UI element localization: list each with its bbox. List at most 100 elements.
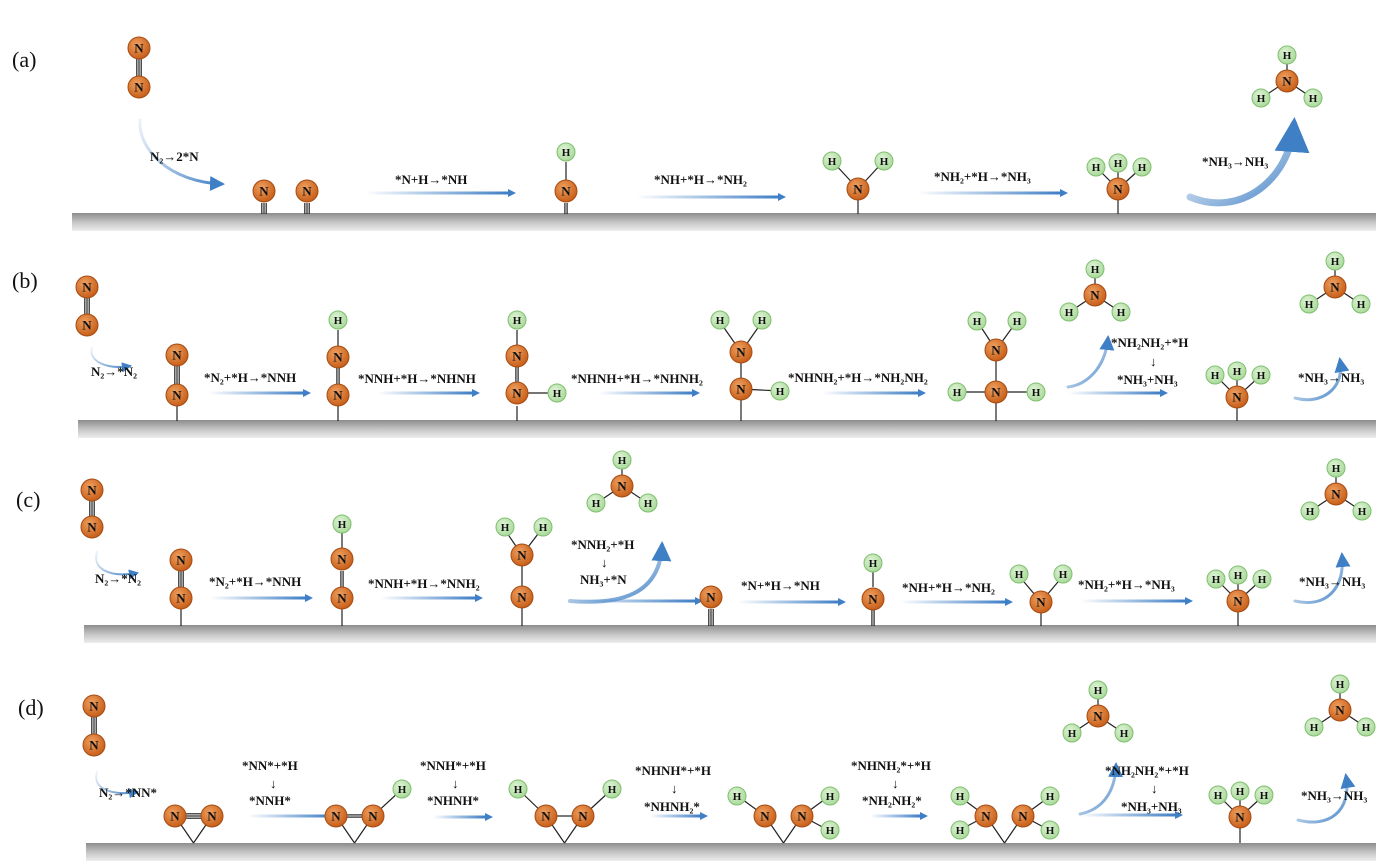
- nitrogen-atom: N: [165, 343, 189, 367]
- svg-text:N: N: [176, 591, 186, 606]
- nitrogen-atom: N: [790, 804, 814, 828]
- hydrogen-atom: H: [822, 151, 842, 171]
- nitrogen-atom: N: [200, 804, 224, 828]
- eq-b-step-5-top: *NH₂NH₂+*H: [1111, 335, 1188, 350]
- svg-text:H: H: [539, 522, 548, 534]
- svg-text:H: H: [956, 825, 965, 837]
- hydrogen-atom: H: [947, 382, 967, 402]
- svg-text:N: N: [578, 809, 588, 824]
- reaction-arrow-head: [700, 812, 708, 820]
- hydrogen-atom: H: [820, 820, 840, 840]
- nitrogen-atom: N: [75, 275, 99, 299]
- nitrogen-atom: N: [984, 380, 1008, 404]
- svg-text:H: H: [1114, 158, 1123, 170]
- svg-text:N: N: [512, 349, 522, 364]
- hydrogen-atom: H: [1208, 785, 1228, 805]
- svg-text:N: N: [82, 318, 92, 333]
- svg-text:N: N: [87, 520, 97, 535]
- svg-text:N: N: [337, 591, 347, 606]
- svg-text:N: N: [172, 388, 182, 403]
- svg-text:N: N: [797, 809, 807, 824]
- hydrogen-atom: H: [770, 381, 790, 401]
- svg-text:H: H: [553, 388, 562, 400]
- svg-text:H: H: [1331, 256, 1340, 268]
- reaction-arrow: [738, 600, 838, 604]
- hydrogen-atom: H: [1040, 820, 1060, 840]
- svg-text:H: H: [1214, 790, 1223, 802]
- svg-text:N: N: [517, 590, 527, 605]
- reaction-arrow: [870, 814, 920, 818]
- reaction-arrow-head: [1005, 598, 1013, 606]
- svg-text:H: H: [973, 316, 982, 328]
- svg-text:H: H: [1234, 570, 1243, 582]
- svg-text:H: H: [1015, 569, 1024, 581]
- eq-c-step-3-bottom: NH₃+*N: [580, 572, 627, 587]
- nitrogen-atom: N: [361, 804, 385, 828]
- svg-text:N: N: [1018, 809, 1028, 824]
- hydrogen-atom: H: [1059, 302, 1079, 322]
- hydrogen-atom: H: [967, 311, 987, 331]
- svg-text:H: H: [1065, 307, 1074, 319]
- catalyst-surface-b: [78, 420, 1376, 438]
- reaction-arrow-head: [692, 389, 700, 397]
- svg-text:N: N: [172, 348, 182, 363]
- eq-c-step-1: *N₂+*H→*NNH: [209, 574, 301, 589]
- nitrogen-atom: N: [80, 478, 104, 502]
- nitrogen-atom: N: [974, 804, 998, 828]
- svg-text:H: H: [953, 387, 962, 399]
- hydrogen-atom: H: [1351, 294, 1371, 314]
- eq-d-step-5-top: *NH₂NH₂*+*H: [1105, 763, 1189, 778]
- hydrogen-atom: H: [1254, 785, 1274, 805]
- nitrogen-atom: N: [510, 585, 534, 609]
- hydrogen-atom: H: [1251, 365, 1271, 385]
- hydrogen-atom: H: [863, 553, 883, 573]
- reaction-arrow: [1080, 599, 1185, 603]
- reaction-arrow-head: [305, 594, 313, 602]
- curved-arrow-desorption: [1296, 773, 1356, 824]
- hydrogen-atom: H: [1206, 569, 1226, 589]
- reaction-arrow-head: [508, 189, 516, 197]
- nitrogen-atom: N: [729, 340, 753, 364]
- reaction-arrow: [248, 814, 330, 818]
- eq-d-step-1-top: *NN*+*H: [242, 758, 298, 773]
- hydrogen-atom: H: [638, 493, 658, 513]
- reaction-arrow-head: [303, 389, 311, 397]
- nitrogen-atom: N: [1225, 385, 1249, 409]
- eq-c-adsorption: N₂→*N₂: [95, 571, 141, 586]
- reaction-arrow-head: [838, 598, 846, 606]
- svg-text:N: N: [1331, 487, 1341, 502]
- nitrogen-atom: N: [1275, 69, 1299, 93]
- hydrogen-atom: H: [508, 779, 528, 799]
- hydrogen-atom: H: [602, 779, 622, 799]
- svg-text:H: H: [716, 315, 725, 327]
- svg-text:H: H: [776, 386, 785, 398]
- eq-d-step-2-top: *NNH*+*H: [420, 758, 486, 773]
- nitrogen-atom: N: [1029, 590, 1053, 614]
- svg-text:H: H: [1362, 722, 1371, 734]
- eq-d-step-2-arrow: ↓: [452, 776, 459, 791]
- svg-text:H: H: [826, 825, 835, 837]
- reaction-arrow: [1080, 813, 1175, 817]
- svg-text:H: H: [1091, 264, 1100, 276]
- svg-text:N: N: [736, 345, 746, 360]
- reaction-arrow-head: [1185, 597, 1193, 605]
- svg-text:N: N: [541, 809, 551, 824]
- reaction-arrow: [900, 600, 1005, 604]
- hydrogen-atom: H: [507, 310, 527, 330]
- nitrogen-atom: N: [295, 179, 319, 203]
- hydrogen-atom: H: [1085, 259, 1105, 279]
- eq-b-step-2: *NNH+*H→*NHNH: [358, 371, 476, 386]
- nitrogen-atom: N: [1226, 589, 1250, 613]
- hydrogen-atom: H: [1251, 88, 1271, 108]
- reaction-arrow-head: [778, 193, 786, 201]
- nitrogen-atom: N: [75, 313, 99, 337]
- svg-text:H: H: [334, 315, 343, 327]
- svg-text:N: N: [207, 809, 217, 824]
- nitrogen-atom: N: [505, 381, 529, 405]
- reaction-arrow: [650, 814, 700, 818]
- panel-label-d: (d): [18, 695, 44, 720]
- eq-d-step-4-bottom: *NH₂NH₂*: [862, 793, 922, 808]
- svg-text:N: N: [1282, 74, 1292, 89]
